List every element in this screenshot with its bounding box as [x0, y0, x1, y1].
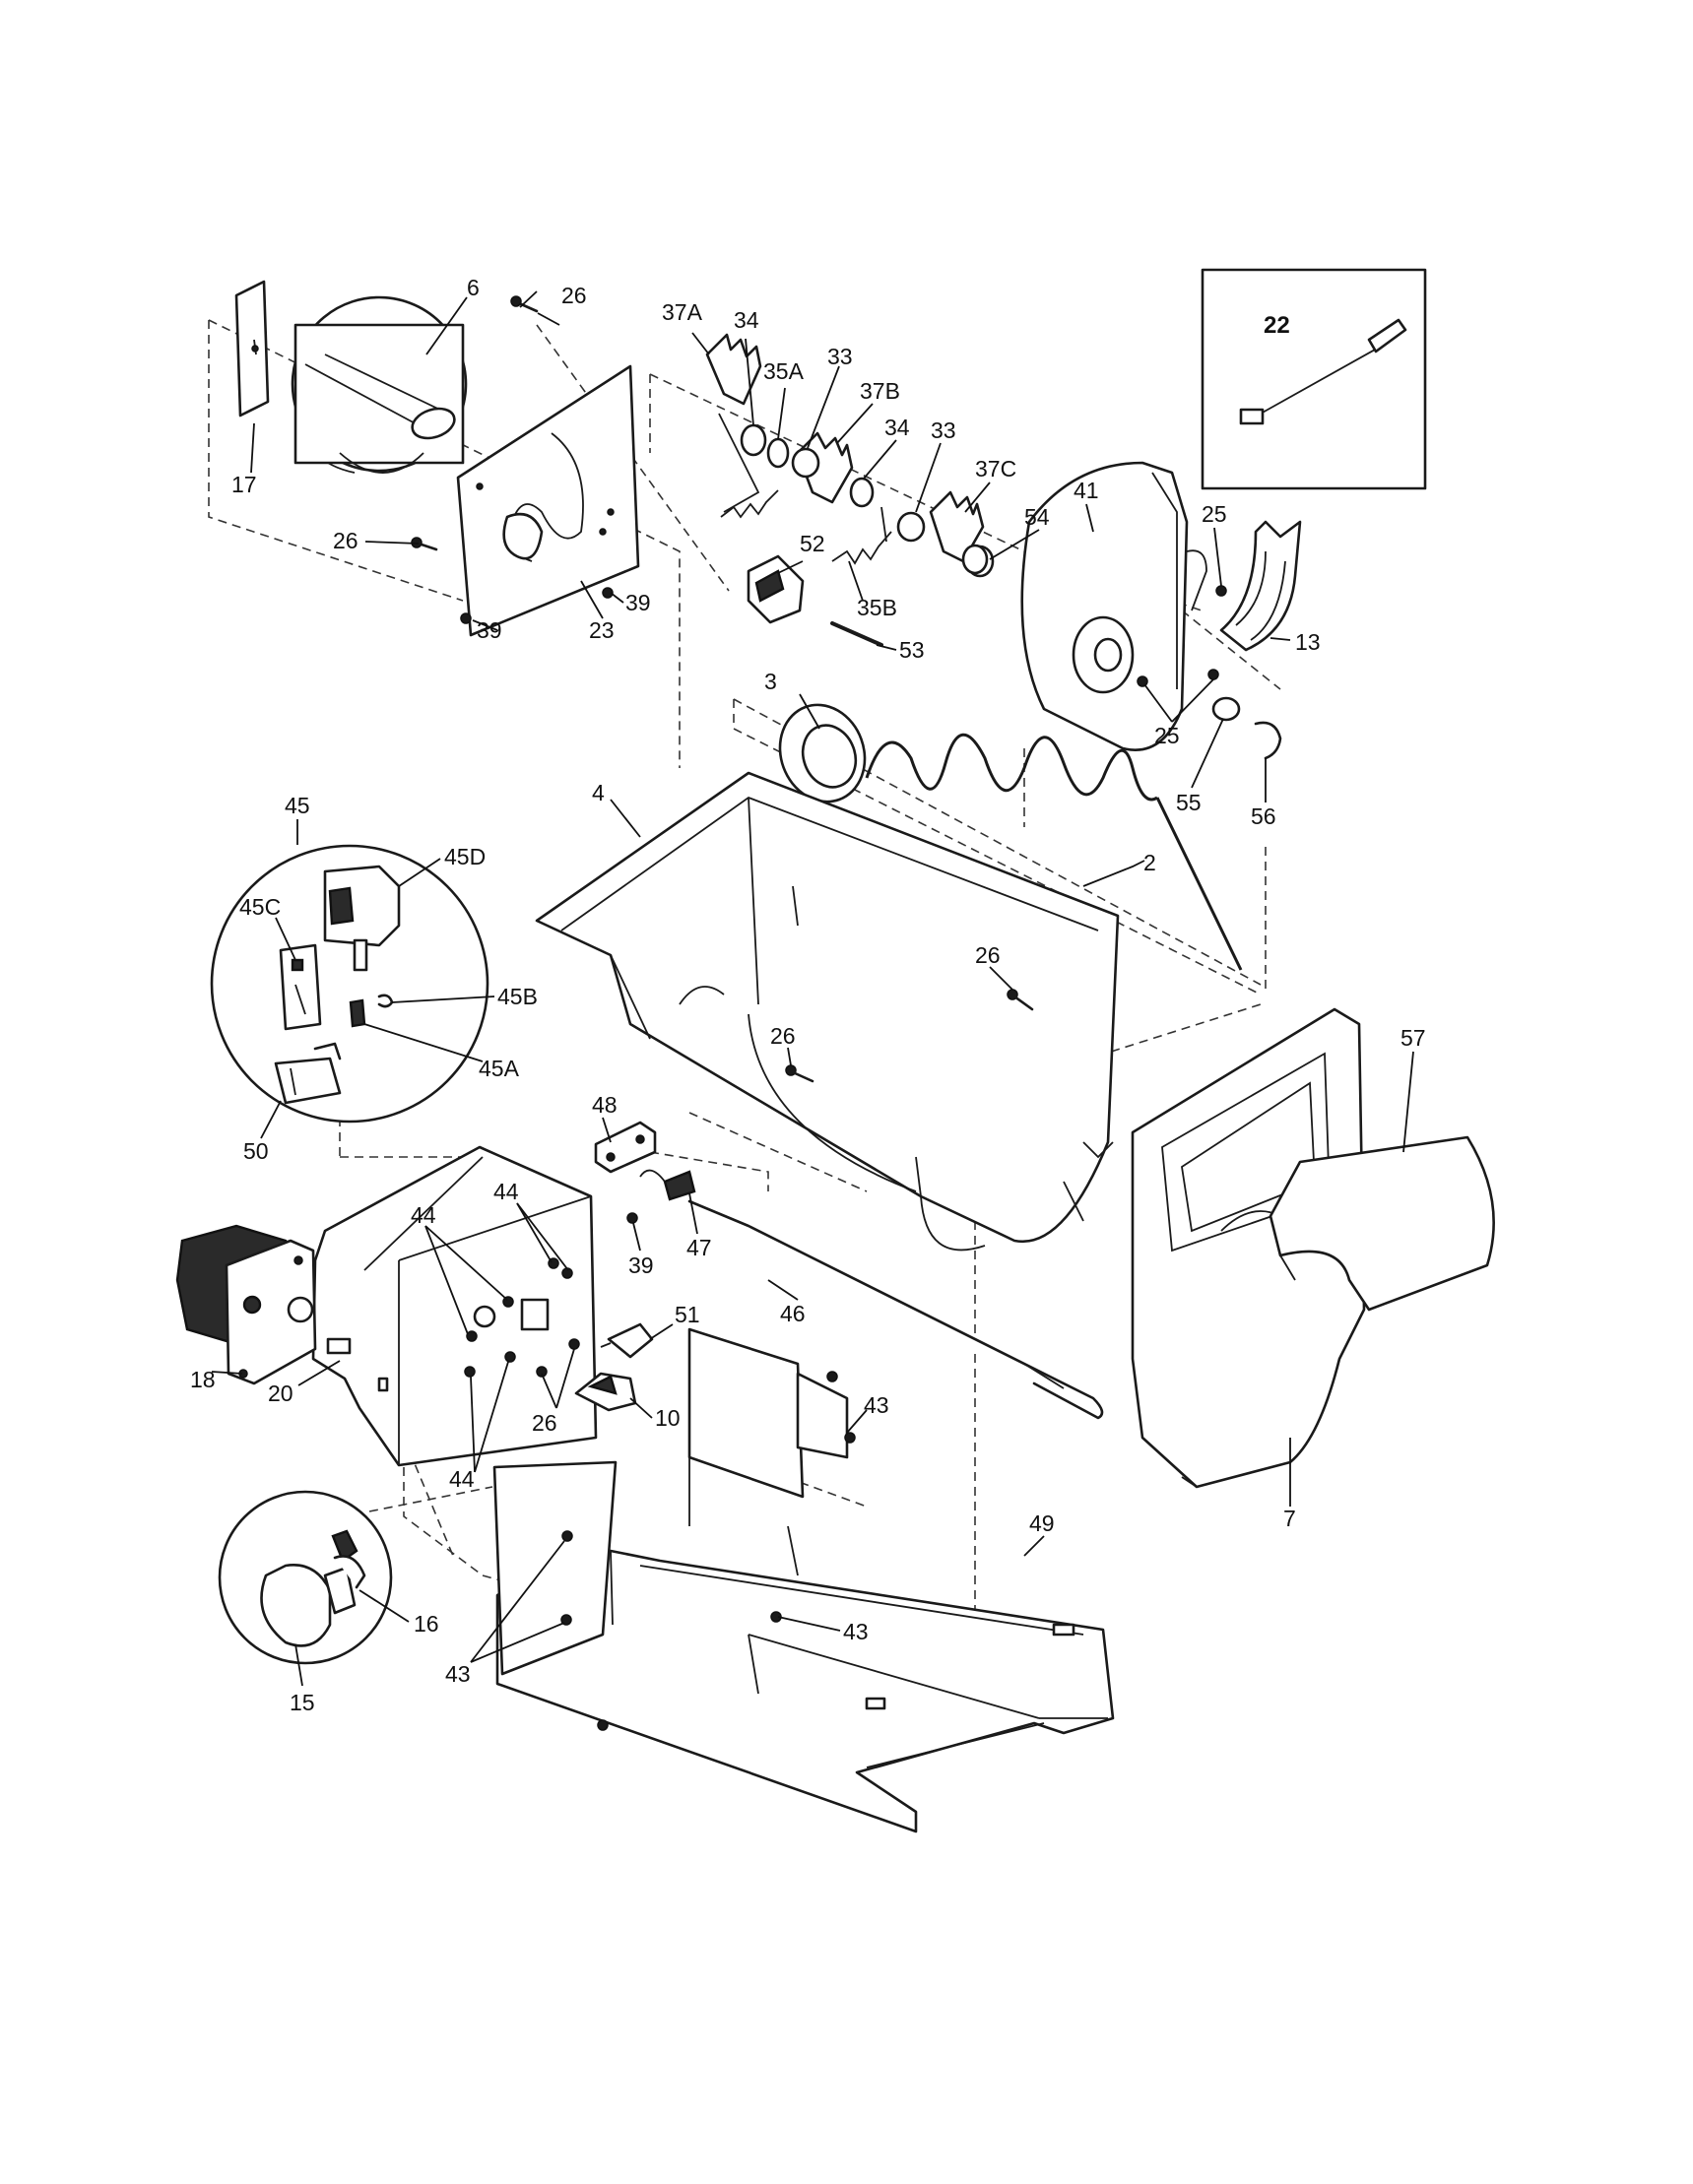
part-23-plate [456, 364, 640, 637]
callout-16: 16 [414, 1611, 439, 1637]
part-48-bracket [594, 1121, 657, 1174]
part-45-detail [210, 844, 489, 1124]
part-52-block [747, 554, 883, 647]
part-6-drum [291, 295, 468, 474]
callout-17: 17 [231, 472, 257, 497]
callout-26: 26 [770, 1023, 796, 1049]
part-2-auger-spring [865, 733, 1243, 971]
callout-35b: 35B [857, 595, 897, 620]
callout-25: 25 [1202, 501, 1227, 527]
callout-37b: 37B [860, 378, 900, 404]
callout-52: 52 [800, 531, 825, 556]
part-41-housing [1020, 461, 1207, 751]
callout-39: 39 [625, 590, 651, 615]
callout-15: 15 [290, 1690, 315, 1715]
part-4-ice-bucket [535, 771, 1120, 1252]
callout-18: 18 [190, 1367, 216, 1392]
callout-47: 47 [686, 1235, 712, 1260]
screws-43 [560, 1371, 856, 1731]
part-3-ring [778, 703, 867, 803]
callout-26: 26 [975, 942, 1001, 968]
part-57-flap [1269, 1135, 1495, 1312]
callout-20: 20 [268, 1381, 293, 1406]
callout-48: 48 [592, 1092, 618, 1118]
callout-10: 10 [655, 1405, 681, 1431]
callout-39: 39 [628, 1253, 654, 1278]
screws-plate [411, 295, 614, 624]
callout-34: 34 [734, 307, 759, 333]
callout-57: 57 [1400, 1025, 1426, 1051]
callout-3: 3 [764, 669, 777, 694]
callout-50: 50 [243, 1138, 269, 1164]
callout-41: 41 [1074, 478, 1099, 503]
part-46-rod [687, 1199, 1104, 1420]
callout-45a: 45A [479, 1056, 520, 1081]
callout-37a: 37A [662, 299, 703, 325]
spring-arm-assembly [705, 333, 995, 578]
callout-25: 25 [1154, 723, 1180, 748]
callout-44: 44 [411, 1202, 436, 1228]
callout-7: 7 [1283, 1506, 1296, 1531]
callout-23: 23 [589, 617, 615, 643]
callout-35a: 35A [763, 358, 805, 384]
callout-45d: 45D [444, 844, 486, 869]
callout-43: 43 [864, 1392, 889, 1418]
callout-44: 44 [493, 1179, 519, 1204]
callout-44: 44 [449, 1466, 475, 1492]
part-22-inset [1201, 268, 1427, 490]
callout-6: 6 [467, 275, 480, 300]
callout-55: 55 [1176, 790, 1202, 815]
part-49-tray [495, 1549, 1115, 1833]
callout-46: 46 [780, 1301, 806, 1326]
callout-54: 54 [1024, 504, 1050, 530]
callout-45b: 45B [497, 984, 538, 1009]
callout-51: 51 [675, 1302, 700, 1327]
callout-33: 33 [931, 418, 956, 443]
callout-45: 45 [285, 793, 310, 818]
leader-lines [211, 290, 1414, 1687]
callout-2: 2 [1143, 850, 1156, 875]
callout-49: 49 [1029, 1510, 1055, 1536]
callout-45c: 45C [239, 894, 281, 920]
callout-13: 13 [1295, 629, 1321, 655]
mounting-plates [492, 1327, 849, 1676]
callout-labels: 6 26 17 26 23 39 39 37A 34 35A 33 37B 34… [190, 275, 1426, 1715]
callout-26: 26 [561, 283, 587, 308]
callout-37c: 37C [975, 456, 1016, 482]
callout-26: 26 [333, 528, 358, 553]
callout-33: 33 [827, 344, 853, 369]
callout-43: 43 [843, 1619, 869, 1644]
part-15-16-bulb-detail [218, 1490, 393, 1665]
part-17-card [234, 280, 270, 418]
part-13-flap [1219, 520, 1302, 652]
part-18-motor [175, 1224, 317, 1385]
screws-box [464, 1257, 580, 1378]
small-hardware [961, 544, 1282, 760]
part-10-actuator [574, 1372, 637, 1412]
callout-39: 39 [477, 617, 502, 643]
callout-43: 43 [445, 1661, 471, 1687]
callout-22: 22 [1264, 312, 1290, 339]
callout-26: 26 [532, 1410, 557, 1436]
callout-34: 34 [884, 415, 910, 440]
callout-4: 4 [592, 780, 605, 805]
callout-56: 56 [1251, 803, 1276, 829]
callout-53: 53 [899, 637, 925, 663]
part-47-spring [639, 1169, 696, 1201]
part-51-switch [600, 1322, 654, 1359]
screw-39-lower [626, 1212, 638, 1224]
